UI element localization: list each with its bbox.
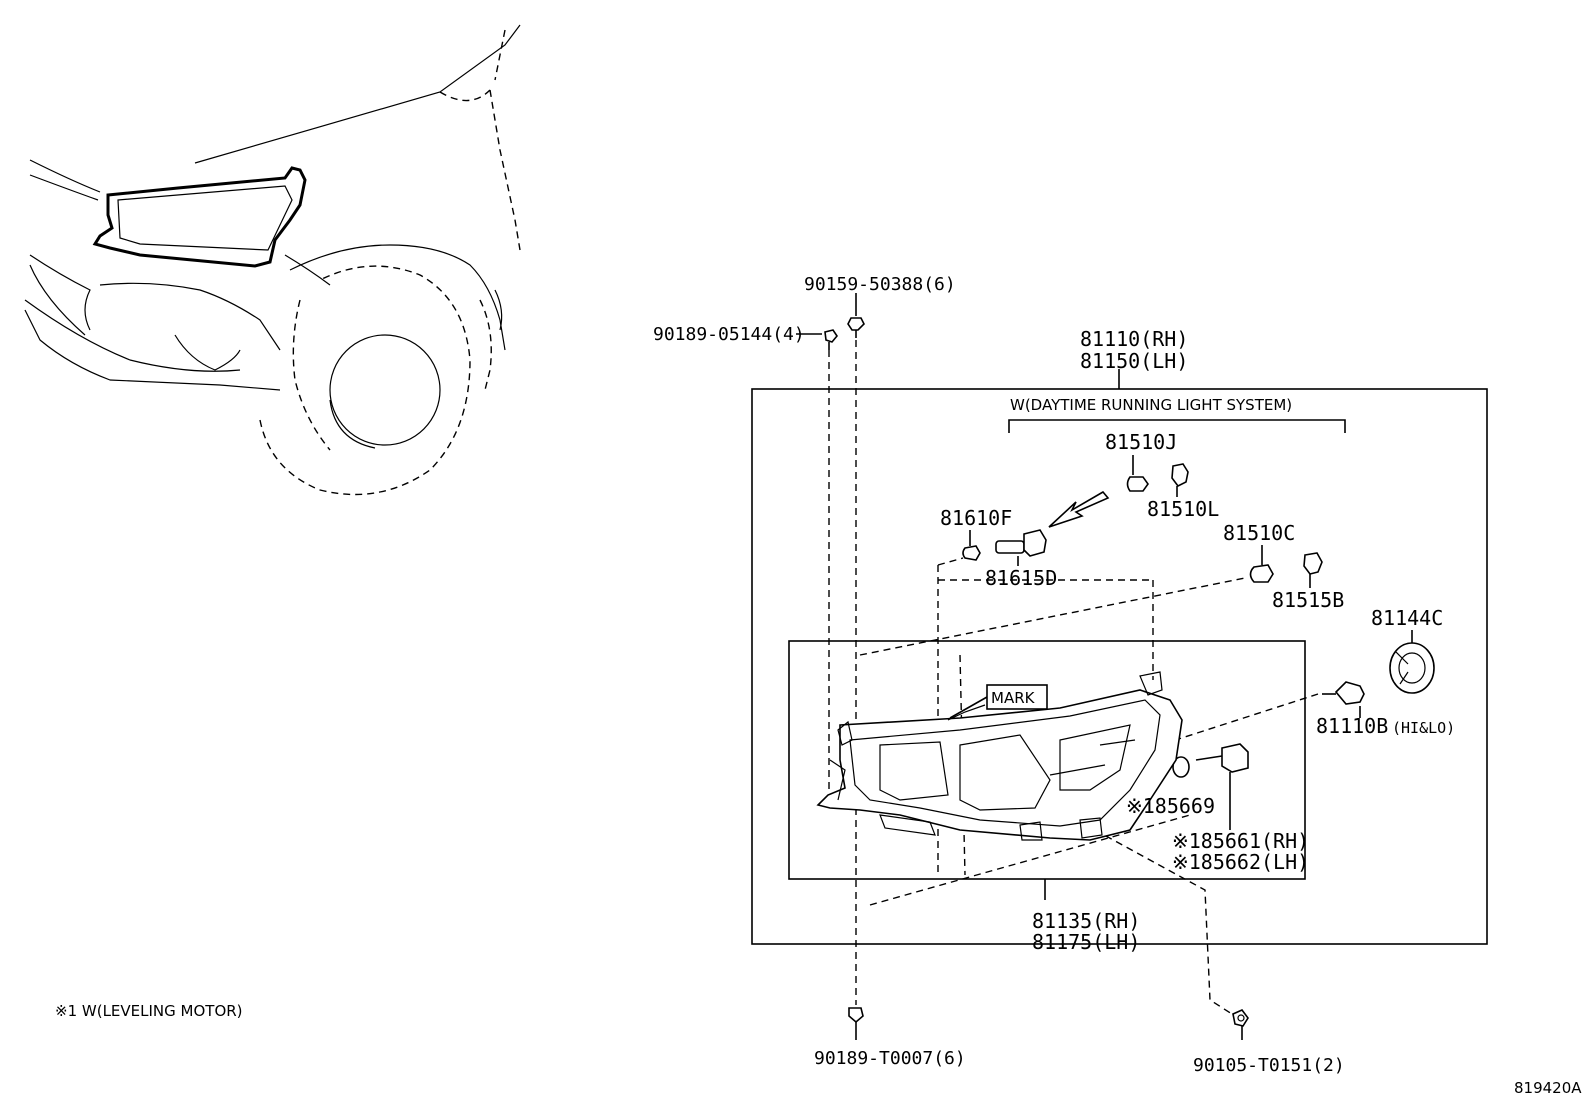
label-drl-note: W(DAYTIME RUNNING LIGHT SYSTEM) (1010, 396, 1292, 414)
label-81110B-note: (HI&LO) (1392, 719, 1455, 737)
bolt-top-icon (847, 317, 865, 338)
screw-left-icon (824, 329, 838, 350)
label-bolt-right: 90105-T0151(2) (1193, 1055, 1345, 1076)
leveling-motor-icon (1195, 743, 1249, 830)
bolt-bottom-icon (848, 1007, 864, 1030)
label-81615D: 81615D (985, 566, 1057, 590)
label-assy-lh: 81150(LH) (1080, 349, 1188, 373)
label-81110B: 81110B (1316, 714, 1388, 738)
headlamp-location-outline (92, 166, 307, 268)
label-bolt-top: 90159-50388(6) (804, 274, 956, 295)
diagram-id: 819420A (1514, 1079, 1582, 1097)
label-81510C: 81510C (1223, 521, 1295, 545)
label-assy-rh: 81110(RH) (1080, 327, 1188, 351)
cover-81144C-icon (1389, 630, 1435, 694)
label-85662: ※185662(LH) (1172, 850, 1309, 874)
assembly-outer-box (751, 388, 1488, 945)
label-85661: ※185661(RH) (1172, 829, 1309, 853)
label-81515B: 81515B (1272, 588, 1344, 612)
direction-arrow-icon (1048, 490, 1110, 528)
socket-81510L-icon (1171, 463, 1189, 497)
vehicle-front-illustration (24, 24, 521, 496)
label-screw-left: 90189-05144(4) (653, 324, 805, 345)
drl-bracket (1008, 419, 1346, 433)
label-81610F: 81610F (940, 506, 1012, 530)
headlamp-unit-drawing (816, 671, 1183, 841)
bulb-81510J-icon (1126, 455, 1149, 492)
label-85669: ※185669 (1126, 794, 1215, 818)
label-mark: MARK (991, 689, 1036, 707)
oring-85669-icon (1172, 756, 1190, 778)
wheel-illustration (259, 265, 503, 496)
bulb-81110B-icon (1322, 681, 1365, 718)
label-81510J: 81510J (1105, 430, 1177, 454)
footnote-leveling-motor: ※1 W(LEVELING MOTOR) (55, 1002, 243, 1020)
housing-inner-box (788, 640, 1306, 880)
label-81510L: 81510L (1147, 497, 1219, 521)
label-bolt-bottom: 90189-T0007(6) (814, 1048, 966, 1069)
label-81135: 81135(RH) (1032, 909, 1140, 933)
label-81144C: 81144C (1371, 606, 1443, 630)
bulb-81510C-icon (1249, 545, 1274, 583)
socket-81615D-icon (995, 529, 1047, 566)
label-81175: 81175(LH) (1032, 930, 1140, 954)
bolt-right-icon (1232, 1009, 1249, 1027)
socket-81515B-icon (1303, 552, 1323, 588)
bulb-81610F-icon (962, 530, 981, 561)
